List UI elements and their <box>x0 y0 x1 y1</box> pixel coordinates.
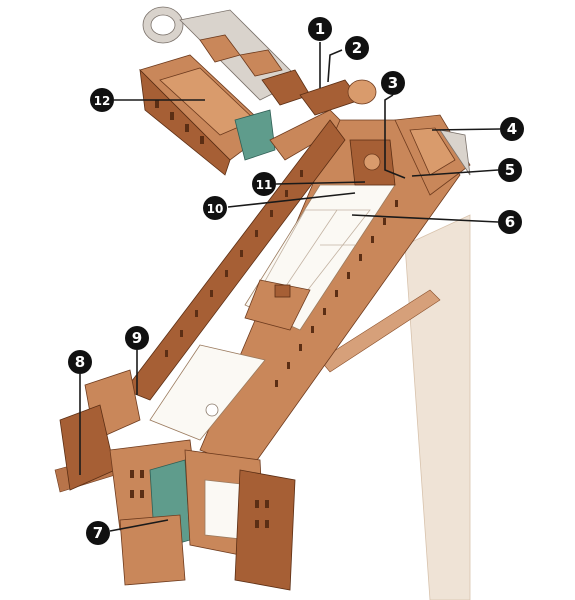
marker-11: 11 <box>252 172 276 196</box>
west-wing-block <box>139 54 276 176</box>
marker-3: 3 <box>381 71 405 95</box>
number-markers: 1 2 3 4 5 6 7 8 <box>68 17 524 545</box>
main-palace <box>124 119 461 471</box>
svg-text:1: 1 <box>315 20 325 38</box>
south-windows <box>130 470 269 528</box>
upper-north-buildings <box>142 6 311 106</box>
marker-9: 9 <box>125 326 149 350</box>
leader-line-6 <box>351 214 499 223</box>
leader-line-11 <box>275 181 366 185</box>
leader-lines <box>79 42 501 532</box>
svg-text:6: 6 <box>505 213 515 231</box>
svg-text:10: 10 <box>207 202 224 216</box>
svg-text:12: 12 <box>94 94 111 108</box>
north-connector <box>269 79 377 161</box>
marker-10: 10 <box>203 196 227 220</box>
svg-text:7: 7 <box>93 524 103 542</box>
south-complex <box>59 369 296 591</box>
svg-text:8: 8 <box>75 353 85 371</box>
svg-text:3: 3 <box>388 74 398 92</box>
marker-5: 5 <box>498 158 522 182</box>
svg-text:9: 9 <box>132 329 142 347</box>
leader-line-7 <box>109 519 169 532</box>
svg-text:2: 2 <box>352 39 362 57</box>
svg-text:5: 5 <box>505 161 515 179</box>
leader-line-5 <box>411 169 499 177</box>
leader-line-2 <box>327 49 343 83</box>
marker-8: 8 <box>68 350 92 374</box>
marker-7: 7 <box>86 521 110 545</box>
svg-text:11: 11 <box>256 178 273 192</box>
leader-line-3 <box>384 94 406 179</box>
marker-12: 12 <box>90 88 114 112</box>
leader-line-4 <box>431 128 501 131</box>
marker-1: 1 <box>308 17 332 41</box>
marker-2: 2 <box>345 36 369 60</box>
leader-line-10 <box>227 192 356 208</box>
east-wing-windows <box>275 200 398 387</box>
svg-text:4: 4 <box>507 120 517 138</box>
northeast-cluster <box>349 114 471 196</box>
west-wing-windows <box>165 170 303 357</box>
marker-6: 6 <box>498 210 522 234</box>
marker-4: 4 <box>500 117 524 141</box>
